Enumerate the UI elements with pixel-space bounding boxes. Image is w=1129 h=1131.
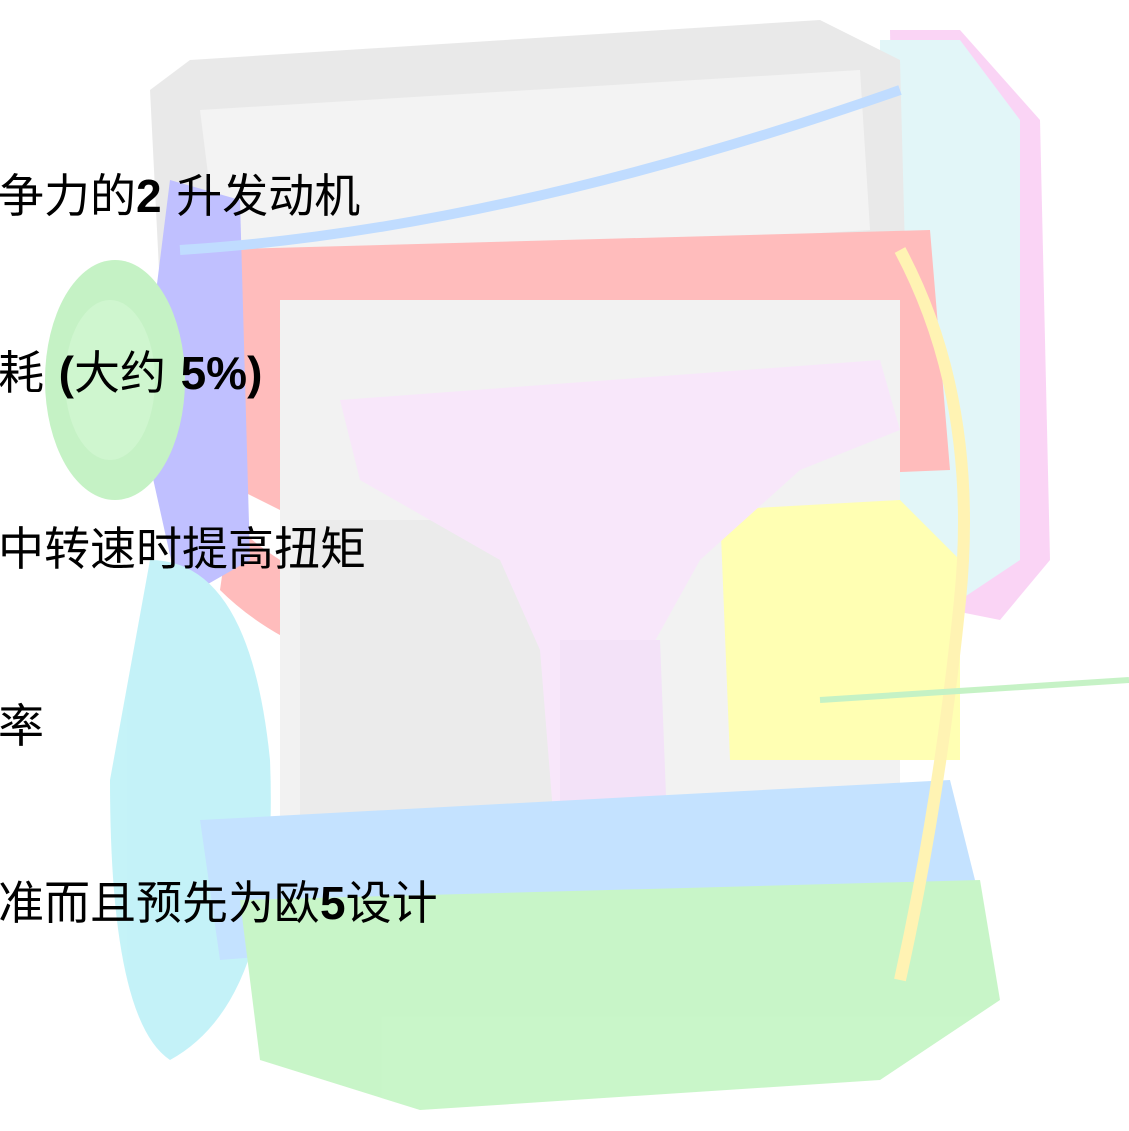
bullet-line-2-text-a: 耗 — [0, 346, 59, 400]
bullet-line-2-paren: ( — [58, 347, 74, 399]
bullet-line-2-text-b: 大约 — [73, 346, 181, 400]
bullet-line-5-text-a: 准而且预先为欧 — [0, 876, 320, 930]
bullet-line-2-percent: 5%) — [180, 347, 263, 399]
bullet-line-2: 耗 (大约 5%) — [0, 345, 262, 401]
bullet-line-1: 争力的2 升发动机 — [0, 168, 360, 224]
bullet-line-5-text-b: 设计 — [345, 876, 438, 930]
bullet-line-5-number: 5 — [320, 877, 346, 929]
bullet-line-1-number: 2 — [136, 170, 162, 222]
bullet-line-3-text: 中转速时提高扭矩 — [0, 522, 366, 576]
bullet-line-1-text-a: 争力的 — [0, 169, 136, 223]
bullet-line-1-text-b: 升发动机 — [161, 169, 361, 223]
bullet-line-4-text: 率 — [0, 699, 44, 753]
bullet-line-4: 率 — [0, 698, 44, 754]
bullet-line-5: 准而且预先为欧5设计 — [0, 875, 438, 931]
bullet-line-3: 中转速时提高扭矩 — [0, 521, 366, 577]
